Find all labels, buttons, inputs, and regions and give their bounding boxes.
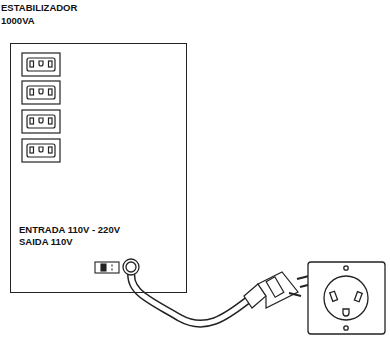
- outlets: [22, 53, 60, 162]
- device-title: ESTABILIZADOR: [1, 3, 77, 14]
- plug: [244, 272, 312, 308]
- outlet-socket: [22, 81, 60, 104]
- input-voltage: ENTRADA 110V - 220V: [19, 225, 120, 236]
- stabilizer-box: ESTABILIZADOR1000VAENTRADA 110V - 220VSA…: [10, 43, 187, 293]
- output-voltage: SAIDA 110V: [19, 237, 73, 248]
- outlet-socket: [22, 110, 60, 133]
- outlet-socket: [22, 53, 60, 76]
- power-rating: 1000VA: [1, 16, 35, 27]
- wall-outlet: [308, 262, 385, 334]
- power-switch: [95, 262, 119, 273]
- power-cable: [123, 259, 248, 324]
- outlet-socket: [22, 139, 60, 162]
